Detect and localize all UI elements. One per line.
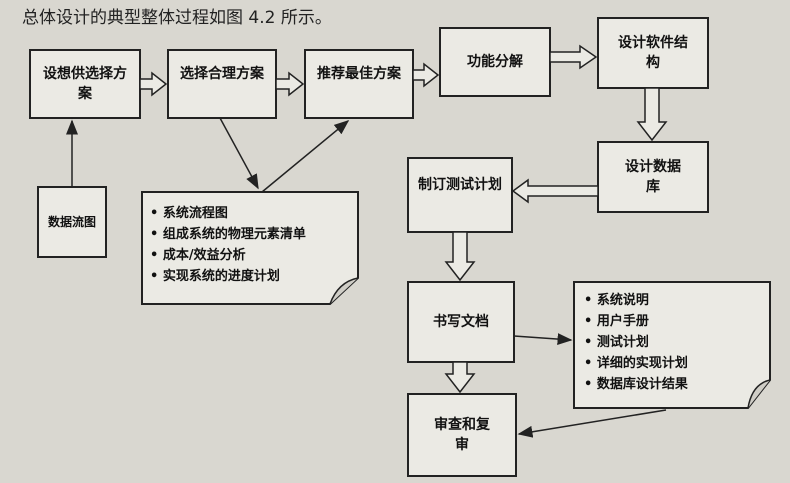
box-write-docs [407, 281, 515, 363]
label-software-structure: 设计软件结构 [618, 35, 688, 71]
box-review [407, 393, 517, 477]
label-dfd: 数据流图 [47, 215, 96, 229]
doc1-item: 系统流程图 [150, 203, 306, 224]
doc2-curl [747, 379, 771, 409]
doc2-item: 系统说明 [584, 290, 688, 311]
doc1-curl [329, 277, 359, 305]
label-func: 功能分解 [467, 54, 523, 70]
doc2-item: 用户手册 [584, 311, 688, 332]
doc2-item: 详细的实现计划 [584, 353, 688, 374]
intro-text: 总体设计的典型整体过程如图 4.2 所示。 [22, 8, 332, 28]
label-idea: 设想供选择方案 [43, 66, 127, 102]
doc1-item: 成本/效益分析 [150, 245, 306, 266]
doc1-item: 组成系统的物理元素清单 [150, 224, 306, 245]
label-choose: 选择合理方案 [180, 66, 264, 82]
doc2-list: 系统说明 用户手册 测试计划 详细的实现计划 数据库设计结果 [584, 290, 688, 395]
box-choose [167, 49, 277, 119]
arrow-doc1-to-recommend [261, 120, 350, 193]
box-dfd [37, 186, 107, 258]
doc2-item: 数据库设计结果 [584, 374, 688, 395]
doc1-list: 系统流程图 组成系统的物理元素清单 成本/效益分析 实现系统的进度计划 [150, 203, 306, 287]
box-db [597, 141, 709, 213]
label-recommend: 推荐最佳方案 [317, 66, 401, 82]
doc1-item: 实现系统的进度计划 [150, 266, 306, 287]
arrow-structure-to-db [636, 87, 668, 142]
arrow-choose-to-doc1 [219, 117, 259, 190]
arrow-func-to-structure [549, 44, 598, 70]
arrow-test-plan-to-docs [444, 231, 476, 282]
arrow-recommend-to-func [412, 62, 440, 88]
label-db: 设计数据库 [625, 159, 681, 195]
box-recommend [304, 49, 414, 119]
arrow-docs-to-review [444, 361, 476, 394]
label-review: 审查和复审 [434, 417, 490, 453]
doc2-item: 测试计划 [584, 332, 688, 353]
arrow-doc2-to-review [517, 409, 667, 438]
arrow-docs-to-doc2 [513, 333, 573, 346]
arrow-choose-to-recommend [275, 71, 305, 97]
label-test-plan: 制订测试计划 [418, 177, 502, 193]
box-test-plan [407, 157, 513, 233]
label-write-docs: 书写文档 [433, 314, 489, 330]
arrow-idea-to-choose [139, 71, 168, 97]
arrow-db-to-test-plan [511, 178, 599, 204]
